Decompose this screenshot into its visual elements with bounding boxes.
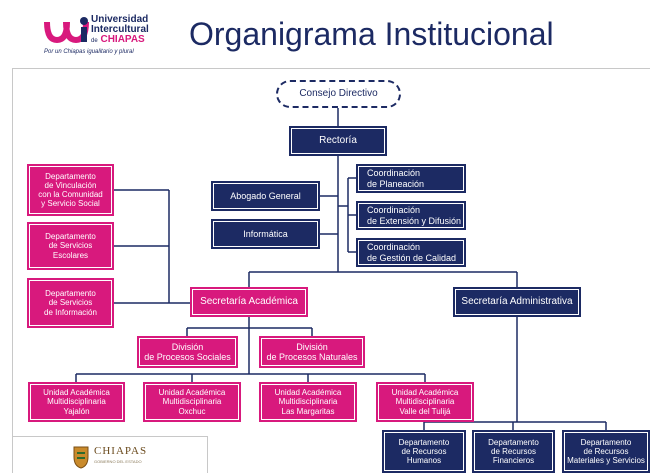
uam-yajalon-line-1: Unidad Académica <box>43 388 110 398</box>
footer-logo-text: CHIAPAS <box>94 445 148 457</box>
depto-escolares-node: Departamento de Servicios Escolares <box>27 222 114 270</box>
informatica-label: Informática <box>243 228 288 239</box>
header: Universidad Intercultural de CHIAPAS Por… <box>0 0 650 64</box>
chiapas-shield-icon <box>73 446 89 469</box>
depto-vinculacion-line-2: de Vinculación <box>44 180 97 190</box>
secretaria-academica-node: Secretaría Académica <box>190 287 308 317</box>
uam-yajalon-line-2: Multidisciplinaria <box>47 397 106 407</box>
rec-humanos-line-2: de Recursos <box>401 446 447 456</box>
uam-oxchuc-line-3: Oxchuc <box>178 406 206 416</box>
coord-calidad-line-2: de Gestión de Calidad <box>367 252 457 263</box>
depto-informacion-node: Departamento de Servicios de Información <box>27 278 114 328</box>
abogado-label: Abogado General <box>230 190 301 201</box>
logo-prefix: de <box>91 38 98 44</box>
footer-logo-box: CHIAPAS GOBIERNO DEL ESTADO <box>12 436 208 473</box>
rec-humanos-line-1: Departamento <box>398 437 450 447</box>
secretaria-administrativa-label: Secretaría Administrativa <box>461 296 573 308</box>
rec-humanos-node: Departamento de Recursos Humanos <box>382 430 466 473</box>
coord-calidad-node: Coordinación de Gestión de Calidad <box>356 238 466 267</box>
division-naturales-node: División de Procesos Naturales <box>259 336 365 368</box>
logo-tagline: Por un Chiapas igualitario y plural <box>44 49 134 55</box>
rec-materiales-line-1: Departamento <box>580 437 632 447</box>
coord-planeacion-line-1: Coordinación <box>367 168 421 179</box>
depto-informacion-line-1: Departamento <box>45 289 96 299</box>
uam-tulija-node: Unidad Académica Multidisciplinaria Vall… <box>376 382 474 422</box>
logo-line-2: Intercultural <box>91 24 149 35</box>
uam-yajalon-line-3: Yajalón <box>63 406 90 416</box>
rec-financieros-line-3: Financieros <box>492 456 535 466</box>
division-sociales-node: División de Procesos Sociales <box>137 336 238 368</box>
rec-materiales-line-2: de Recursos <box>583 446 629 456</box>
division-sociales-line-2: de Procesos Sociales <box>144 352 231 362</box>
uam-oxchuc-line-1: Unidad Académica <box>158 388 226 398</box>
rec-humanos-line-3: Humanos <box>406 456 442 466</box>
depto-vinculacion-line-4: y Servicio Social <box>41 199 100 209</box>
depto-escolares-line-2: de Servicios <box>48 241 93 251</box>
secretaria-administrativa-node: Secretaría Administrativa <box>453 287 581 317</box>
uam-oxchuc-node: Unidad Académica Multidisciplinaria Oxch… <box>143 382 241 422</box>
consejo-directivo-node: Consejo Directivo <box>276 80 401 108</box>
secretaria-academica-label: Secretaría Académica <box>200 296 298 308</box>
uam-margaritas-line-1: Unidad Académica <box>274 388 342 398</box>
rec-materiales-node: Departamento de Recursos Materiales y Se… <box>562 430 650 473</box>
logo-line-3: de CHIAPAS <box>91 34 145 47</box>
consejo-label: Consejo Directivo <box>299 88 378 100</box>
unich-logo-icon <box>44 17 89 44</box>
logo-state: CHIAPAS <box>100 34 145 45</box>
uam-tulija-line-2: Multidisciplinaria <box>395 397 455 407</box>
footer-logo-sub: GOBIERNO DEL ESTADO <box>94 459 142 464</box>
university-logo: Universidad Intercultural de CHIAPAS Por… <box>44 14 184 60</box>
coord-planeacion-node: Coordinación de Planeación <box>356 164 466 193</box>
division-naturales-line-2: de Procesos Naturales <box>266 352 358 362</box>
depto-informacion-line-2: de Servicios <box>48 298 93 308</box>
uam-margaritas-line-3: Las Margaritas <box>281 406 335 416</box>
division-sociales-line-1: División <box>171 341 204 352</box>
uam-tulija-line-1: Unidad Académica <box>391 388 459 398</box>
rectoria-label: Rectoría <box>319 135 357 147</box>
depto-vinculacion-line-3: con la Comunidad <box>38 190 103 199</box>
division-naturales-line-1: División <box>296 341 328 352</box>
abogado-general-node: Abogado General <box>211 181 320 211</box>
depto-vinculacion-node: Departamento de Vinculación con la Comun… <box>27 164 114 216</box>
page-title: Organigrama Institucional <box>189 16 554 52</box>
depto-escolares-line-3: Escolares <box>52 250 89 260</box>
logo-line-1: Universidad <box>91 14 149 25</box>
rec-materiales-line-3: Materiales y Servicios <box>567 456 645 466</box>
depto-informacion-line-3: de Información <box>44 307 97 317</box>
rec-financieros-node: Departamento de Recursos Financieros <box>472 430 555 473</box>
rectoria-node: Rectoría <box>289 126 387 156</box>
depto-vinculacion-line-1: Departamento <box>45 171 96 181</box>
rec-financieros-line-2: de Recursos <box>491 446 536 456</box>
uam-margaritas-node: Unidad Académica Multidisciplinaria Las … <box>259 382 357 422</box>
uam-tulija-line-3: Valle del Tulijá <box>399 406 451 416</box>
coord-planeacion-line-2: de Planeación <box>367 178 425 189</box>
rec-financieros-line-1: Departamento <box>488 437 539 447</box>
uam-yajalon-node: Unidad Académica Multidisciplinaria Yaja… <box>28 382 125 422</box>
coord-extension-node: Coordinación de Extensión y Difusión <box>356 201 466 230</box>
uam-oxchuc-line-2: Multidisciplinaria <box>162 397 222 407</box>
diagram-frame <box>12 68 650 473</box>
coord-extension-line-2: de Extensión y Difusión <box>367 215 462 226</box>
uam-margaritas-line-2: Multidisciplinaria <box>278 397 338 407</box>
informatica-node: Informática <box>211 219 320 249</box>
coord-calidad-line-1: Coordinación <box>367 242 421 253</box>
coord-extension-line-1: Coordinación <box>367 205 421 216</box>
depto-escolares-line-1: Departamento <box>45 232 96 242</box>
